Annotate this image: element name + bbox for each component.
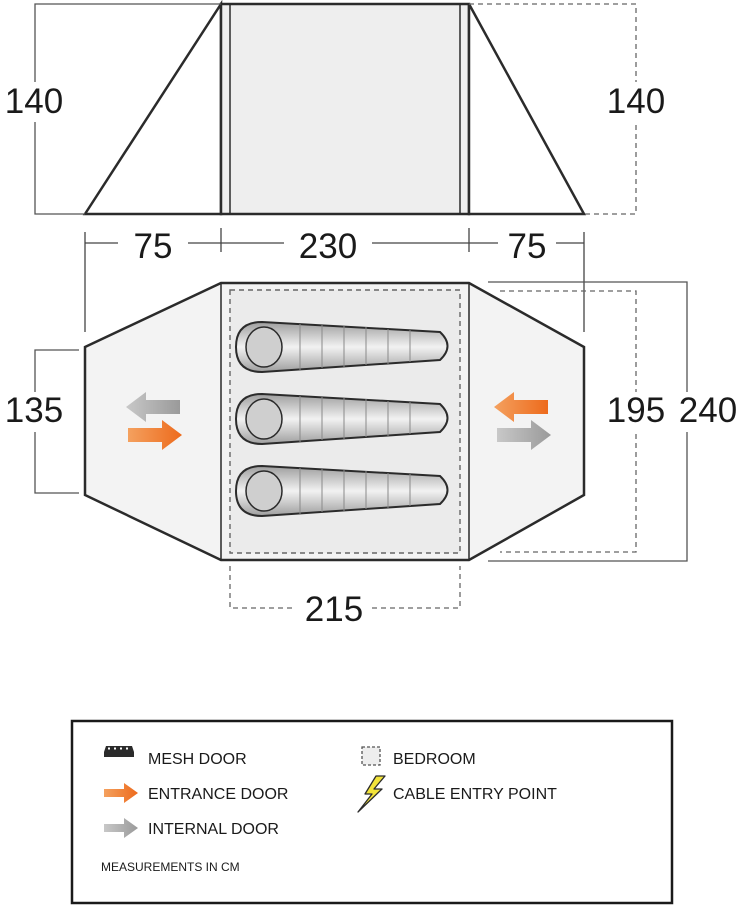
bedroom-width-bracket	[500, 290, 637, 553]
legend-internal-door-label: INTERNAL DOOR	[148, 821, 279, 838]
label-overall-width: 240	[679, 391, 737, 430]
legend-bedroom-label: BEDROOM	[393, 751, 476, 768]
dashed-square-icon	[361, 746, 381, 766]
orange-arrow-icon	[104, 783, 138, 803]
sleeping-bag-2	[234, 392, 449, 446]
label-bedroom-length: 230	[299, 227, 357, 266]
gray-arrow-icon	[104, 818, 138, 838]
sleeping-bags	[234, 320, 449, 518]
lightning-bolt-icon	[357, 775, 386, 813]
legend: MESH DOOR ENTRANCE DOOR INTERNAL DOOR BE…	[70, 719, 674, 905]
sleeping-bag-1	[234, 320, 449, 374]
legend-mesh-door-label: MESH DOOR	[148, 751, 247, 768]
label-bedroom-inner-length: 215	[305, 590, 363, 629]
legend-units-note: MEASUREMENTS IN CM	[101, 860, 240, 874]
elevation-left-porch	[82, 0, 223, 216]
label-elevation-height-right: 140	[607, 82, 665, 121]
label-elevation-height-left: 140	[5, 82, 63, 121]
bedroom-length-bracket	[229, 566, 296, 609]
elevation-bedroom	[219, 2, 471, 216]
length-dimension-lines	[84, 228, 585, 332]
dimension-labels: 140 140 75 230 75 135 195 240 215	[0, 82, 742, 629]
elevation-right-porch	[467, 3, 587, 216]
label-bedroom-width: 195	[607, 391, 665, 430]
entrance-door-arrow-left	[128, 420, 182, 450]
mesh-door-icon	[104, 746, 134, 757]
label-porch-right-depth: 75	[508, 227, 547, 266]
internal-door-arrow-left	[126, 392, 180, 422]
floor-plan	[34, 281, 688, 609]
label-porch-width: 135	[5, 391, 63, 430]
sleeping-bag-3	[234, 464, 449, 518]
entrance-door-arrow-right	[494, 392, 548, 422]
legend-cable-entry-label: CABLE ENTRY POINT	[393, 786, 557, 803]
label-porch-left-depth: 75	[134, 227, 173, 266]
internal-door-arrow-right	[497, 420, 551, 450]
legend-entrance-door-label: ENTRANCE DOOR	[148, 786, 288, 803]
side-elevation	[34, 0, 637, 216]
